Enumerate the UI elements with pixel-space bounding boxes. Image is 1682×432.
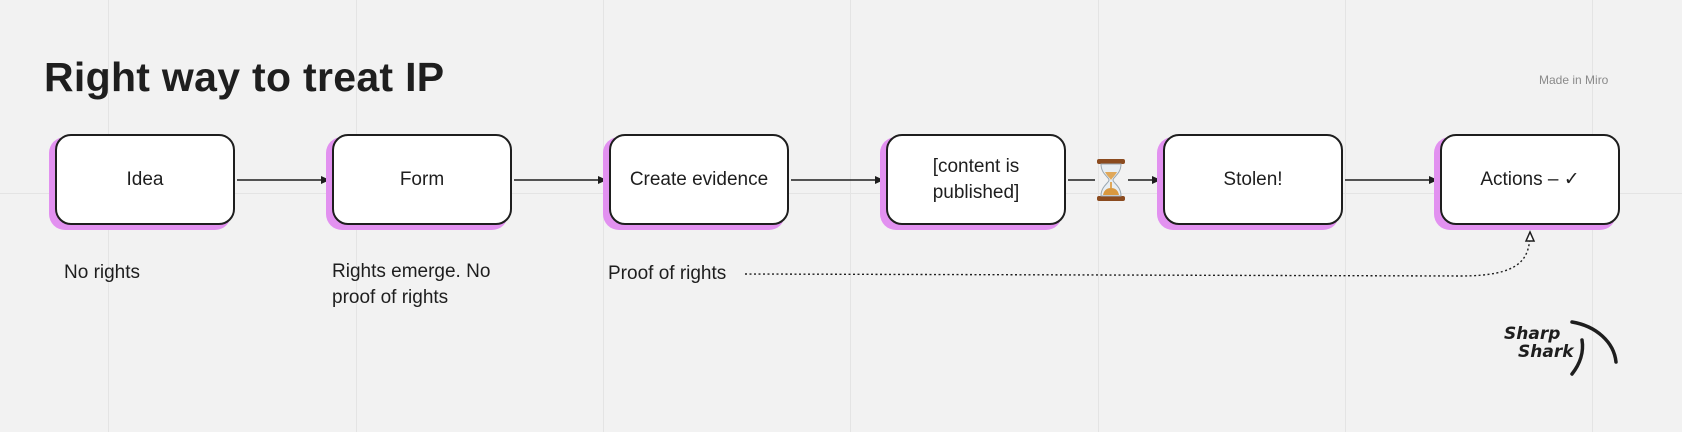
dotted-arrow-proof-to-actions xyxy=(744,230,1536,277)
node-label: Form xyxy=(399,168,445,190)
grid-line xyxy=(850,0,851,432)
sharp-shark-logo: Sharp Shark xyxy=(1500,318,1620,378)
node-create-evidence[interactable]: Create evidence xyxy=(609,134,789,225)
node-label: [content is published] xyxy=(932,155,1020,203)
note-rights-emerge: Rights emerge. No proof of rights xyxy=(332,261,491,308)
node-stolen[interactable]: Stolen! xyxy=(1163,134,1343,225)
note-proof-of-rights: Proof of rights xyxy=(608,263,727,284)
node-label: Stolen! xyxy=(1223,168,1283,190)
grid-line xyxy=(0,193,1682,194)
page-title: Right way to treat IP xyxy=(44,54,445,100)
logo-text-sharp: Sharp xyxy=(1504,324,1561,344)
grid-line xyxy=(1345,0,1346,432)
node-label: Idea xyxy=(126,168,164,190)
node-label: Actions – ✓ xyxy=(1480,168,1580,190)
node-idea[interactable]: Idea xyxy=(55,134,235,225)
node-form[interactable]: Form xyxy=(332,134,512,225)
hourglass-icon xyxy=(1097,159,1125,201)
node-label: Create evidence xyxy=(629,168,769,190)
logo-text-shark: Shark xyxy=(1518,342,1574,362)
made-in-miro-watermark: Made in Miro xyxy=(1539,73,1609,87)
shark-fin-icon xyxy=(1570,320,1618,376)
node-content-published[interactable]: [content is published] xyxy=(886,134,1066,225)
note-no-rights: No rights xyxy=(64,262,141,283)
grid-line xyxy=(1098,0,1099,432)
node-actions[interactable]: Actions – ✓ xyxy=(1440,134,1620,225)
